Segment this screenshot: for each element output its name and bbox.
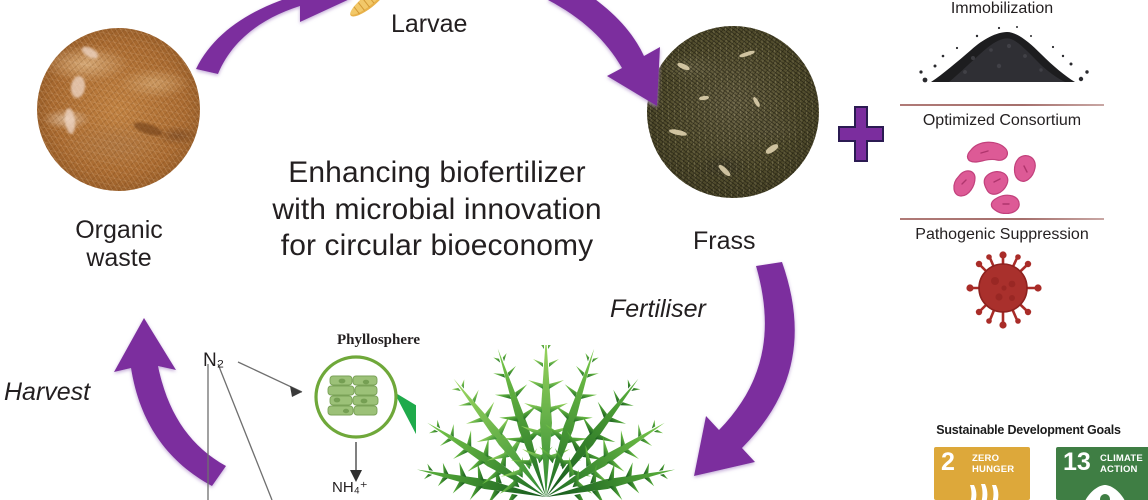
- zero-hunger-bowl-icon: [970, 484, 999, 500]
- arrow-larvae-to-frass: [548, 0, 660, 106]
- panel-divider-2: [900, 218, 1104, 220]
- page-title: Enhancing biofertilizer with microbial i…: [237, 155, 637, 265]
- sdg-heading: Sustainable Development Goals: [936, 423, 1121, 437]
- plus-icon: [838, 106, 884, 162]
- texture-overlay: [647, 26, 819, 198]
- panel-divider-1: [900, 104, 1104, 106]
- n2-label: N₂: [203, 350, 225, 371]
- climate-action-eye-icon: [1085, 485, 1125, 500]
- larvae-label: Larvae: [391, 10, 468, 38]
- sdg-goal-13-text: CLIMATE ACTION: [1100, 453, 1143, 475]
- biochar-pile-icon: [919, 26, 1089, 83]
- organic-waste-label: Organic waste: [39, 216, 199, 272]
- phyllosphere-magnifier: [314, 355, 416, 482]
- phyllosphere-label: Phyllosphere: [337, 332, 421, 348]
- sdg-goal-13-number: 13: [1063, 448, 1091, 476]
- leaf-cell-tissue: [327, 375, 379, 416]
- sdg-block: Sustainable Development Goals 2 ZERO HUN…: [916, 423, 1148, 500]
- frass-label: Frass: [693, 227, 756, 255]
- frass-image: [647, 26, 819, 198]
- nitrogen-flow-diagram: [207, 361, 303, 500]
- title-line-2: with microbial innovation: [272, 192, 602, 226]
- sdg-goal-2-line1: ZERO: [972, 453, 1000, 464]
- sdg-goal-13-line1: CLIMATE: [1100, 453, 1143, 464]
- arrow-frass-to-plant: [694, 262, 795, 476]
- bacteria-rods-icon: [953, 141, 1036, 214]
- pathogenic-suppression-label: Pathogenic Suppression: [915, 226, 1089, 243]
- harvest-label: Harvest: [4, 378, 91, 406]
- fern-plant-image: [416, 345, 676, 500]
- sdg-goal-13-line2: ACTION: [1100, 464, 1138, 476]
- title-line-3: for circular bioeconomy: [280, 229, 594, 263]
- sdg-goal-2-number: 2: [941, 448, 955, 476]
- arrow-waste-to-larvae: [196, 0, 348, 74]
- virus-icon: [966, 251, 1042, 329]
- title-line-1: Enhancing biofertilizer: [288, 156, 586, 189]
- sdg-goal-2-line2: HUNGER: [972, 464, 1015, 476]
- sdg-goal-13-card: 13 CLIMATE ACTION: [1056, 447, 1148, 500]
- arrow-n2-to-phyllosphere: [290, 386, 302, 397]
- right-panel: Immobilization Optimized Consortiu: [893, 0, 1111, 330]
- sdg-goal-2-card: 2 ZERO HUNGER: [934, 447, 1030, 500]
- nh4-label: NH₄⁺: [332, 479, 368, 496]
- texture-overlay: [37, 28, 200, 191]
- sdg-goal-2-text: ZERO HUNGER: [972, 453, 1014, 475]
- organic-waste-image: [37, 28, 200, 191]
- organic-waste-label-line2: waste: [86, 244, 152, 272]
- organic-waste-label-line1: Organic: [75, 216, 163, 244]
- fertiliser-label: Fertiliser: [610, 295, 706, 323]
- optimized-consortium-label: Optimized Consortium: [922, 112, 1082, 129]
- immobilization-label: Immobilization: [950, 0, 1054, 17]
- larva-image: [350, 0, 386, 17]
- arrow-to-nh4: [350, 470, 362, 482]
